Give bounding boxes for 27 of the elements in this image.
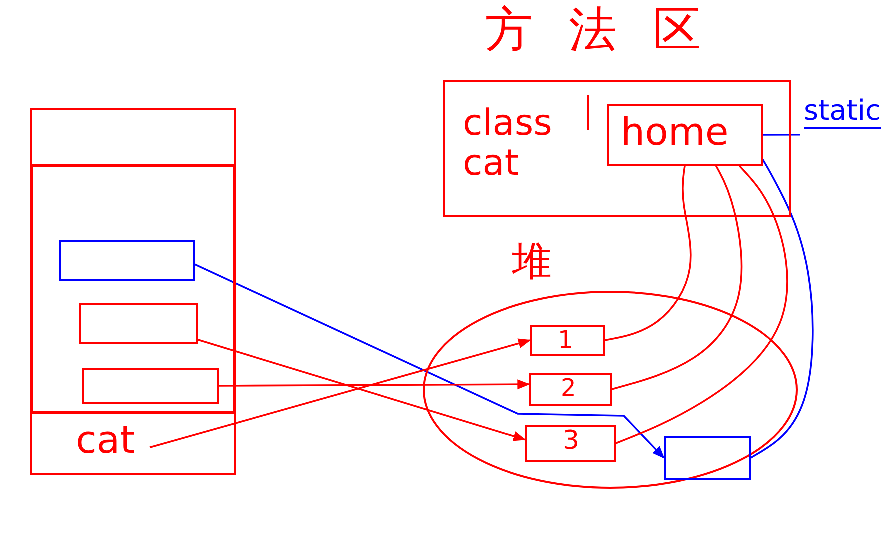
annotation-text: static [804,96,881,129]
memory-slot-box [30,164,236,414]
connector-line [750,159,814,459]
connector-line [763,134,800,136]
area-heading: 堆 [512,240,552,284]
connector-line [616,165,788,444]
memory-slot-box [82,368,219,404]
memory-slot-box [79,303,198,344]
label-text: class cat [463,104,554,184]
label-text: 1 [558,327,574,354]
area-heading: 方法区 [485,4,737,57]
object-box [525,425,616,462]
arrow [198,339,526,442]
arrow [150,338,532,448]
object-box [530,325,605,356]
memory-slot-box [59,240,195,281]
label-text: home [621,112,729,154]
label-text: 2 [561,375,576,402]
connector-line [612,166,743,390]
arrow [194,264,665,459]
arrow [219,380,530,390]
object-box [607,104,763,166]
label-text: cat [76,420,136,462]
memory-slot-box [30,108,236,475]
object-box [529,373,612,406]
label-text: 3 [563,427,580,456]
connector-line [604,166,692,342]
